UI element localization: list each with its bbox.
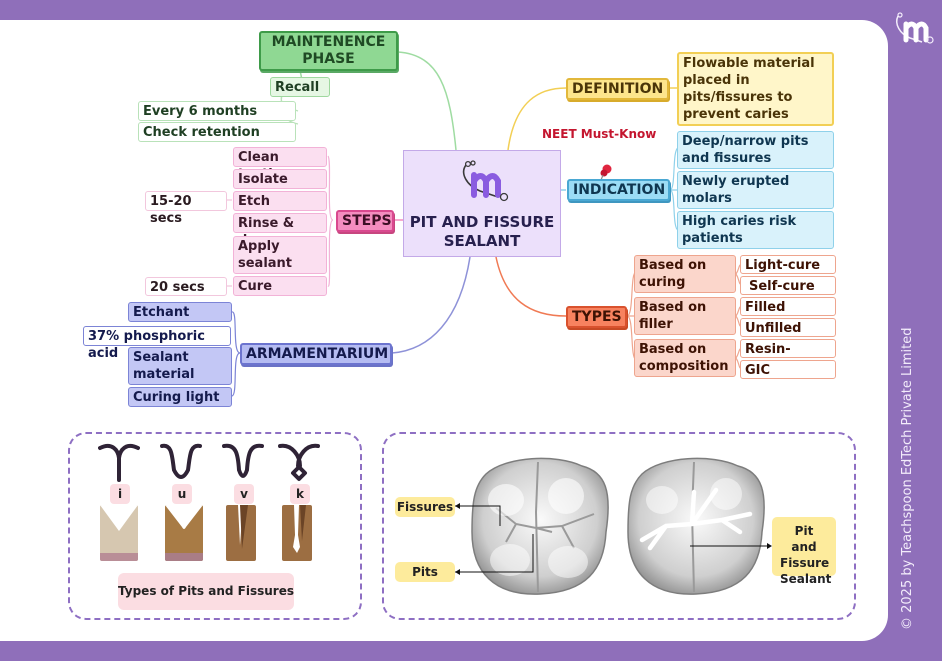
pits-label: Pits	[395, 562, 455, 582]
maintenance-title-line2: PHASE	[302, 51, 355, 67]
k-type-tooth-section-image	[282, 505, 312, 561]
maintenance-leaf: Every 6 months	[138, 101, 296, 121]
armamentarium-item: Curing light	[128, 387, 232, 407]
i-type-groove-icon	[98, 443, 140, 482]
step-item: Rinse & dry	[233, 213, 327, 248]
types-group-label: Based on curing	[634, 255, 736, 293]
maintenance-leaf: Check retention	[138, 122, 296, 142]
recall-node: Recall	[270, 77, 330, 97]
central-title-line2: SEALANT	[443, 232, 521, 250]
step-item: Isolate	[233, 169, 327, 189]
k-type-groove-icon	[278, 443, 320, 481]
types-item: Unfilled	[740, 318, 836, 337]
types-group-label: Based on filler	[634, 297, 736, 335]
molar-with-fissures-image	[471, 457, 609, 595]
v-type-groove-icon	[222, 443, 264, 478]
maintenance-title-line1: MAINTENENCE	[271, 34, 386, 50]
cure-duration-note: 20 secs	[145, 277, 227, 296]
pit-types-panel	[68, 432, 362, 620]
maintenance-phase-node: MAINTENENCE PHASE	[259, 31, 398, 71]
types-item: Light-cure	[740, 255, 836, 274]
molar-with-sealant-image	[627, 457, 765, 595]
indication-item: Newly erupted molars	[677, 171, 834, 209]
types-item: Self-cure	[740, 276, 836, 295]
molar-sealant-panel	[382, 432, 856, 620]
sealant-label: Pit and Fissure Sealant	[772, 517, 836, 586]
armamentarium-item: Sealant material	[128, 347, 232, 385]
definition-text: Flowable material placed in pits/fissure…	[677, 52, 834, 126]
armamentarium-node: ARMAMENTARIUM	[240, 343, 392, 365]
neet-must-know-badge: NEET Must-Know	[542, 127, 657, 141]
central-title-line1: PIT AND FISSURE	[409, 213, 555, 231]
types-item: Filled	[740, 297, 836, 316]
i-type-tooth-section-image	[100, 505, 138, 561]
fissures-label: Fissures	[395, 497, 455, 517]
types-group-label: Based on composition	[634, 339, 736, 377]
definition-node: DEFINITION	[566, 78, 669, 100]
step-item: Cure	[233, 276, 327, 296]
groove-label: u	[172, 484, 192, 504]
step-item: Apply sealant	[233, 236, 327, 274]
armamentarium-item: Etchant	[128, 302, 232, 322]
etch-duration-note: 15-20 secs	[145, 191, 227, 226]
pit-types-caption: Types of Pits and Fissures	[118, 573, 294, 610]
types-item: Resin-based	[740, 339, 836, 374]
indication-item: Deep/narrow pits and fissures	[677, 131, 834, 169]
groove-label: i	[110, 484, 130, 504]
medistudygo-logo-icon	[896, 12, 934, 44]
etchant-note: 37% phosphoric acid	[83, 326, 231, 361]
medistudygo-logo-icon	[462, 160, 509, 202]
types-node: TYPES	[566, 306, 627, 328]
steps-node: STEPS	[336, 210, 394, 232]
copyright-text: © 2025 by Teachspoon EdTech Private Limi…	[900, 327, 915, 630]
indication-node: INDICATION	[567, 179, 670, 201]
indication-item: High caries risk patients	[677, 211, 834, 249]
u-type-groove-icon	[160, 443, 202, 479]
groove-label: k	[290, 484, 310, 504]
step-item: Etch	[233, 191, 327, 211]
v-type-tooth-section-image	[226, 505, 256, 561]
types-item: GIC	[740, 360, 836, 379]
step-item: Clean tooth	[233, 147, 327, 182]
central-topic-node: PIT AND FISSURE SEALANT	[403, 150, 561, 257]
groove-label: v	[234, 484, 254, 504]
u-type-tooth-section-image	[165, 505, 203, 561]
